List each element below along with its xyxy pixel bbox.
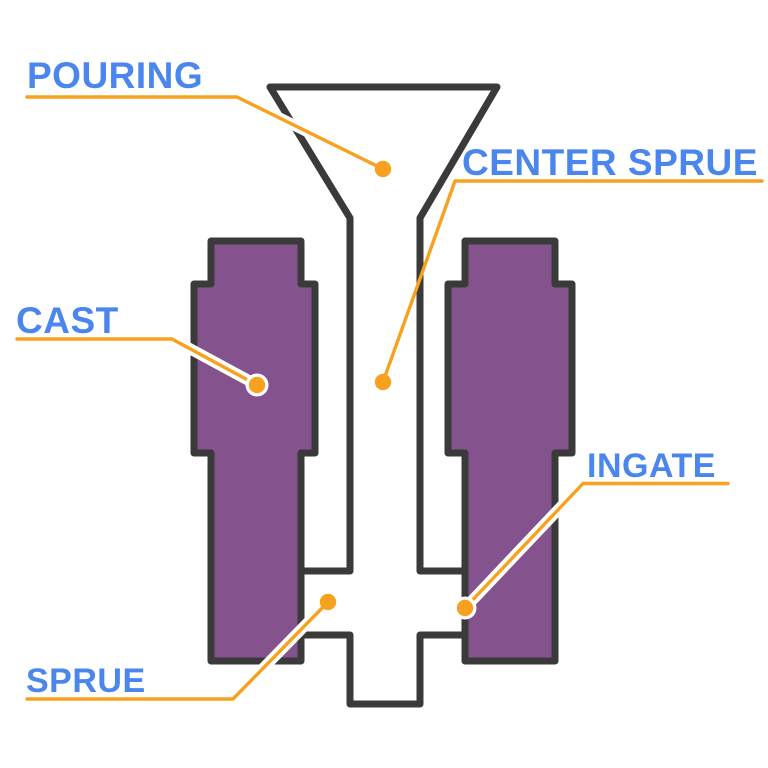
cast-right-shape: [444, 237, 576, 665]
ingate-dot: [456, 599, 474, 617]
sprue-leader-line: [25, 600, 330, 701]
center-sprue-dot: [374, 373, 392, 391]
runner-and-well-outline: [302, 631, 466, 708]
center-sprue-label: CENTER SPRUE: [462, 142, 758, 183]
cast-left-shape: [190, 237, 319, 665]
ingate-label: INGATE: [587, 447, 716, 485]
sprue-dot: [319, 593, 337, 611]
cast-dot: [248, 376, 266, 394]
center-sprue-leader-line: [381, 179, 764, 384]
sprue-label: SPRUE: [26, 662, 146, 700]
pouring-leader-line: [25, 95, 385, 171]
cast-label: CAST: [16, 300, 119, 341]
cast-leader-line: [15, 337, 259, 387]
pouring-label: POURING: [27, 55, 203, 96]
ingate-leader-line: [463, 481, 730, 610]
funnel-and-sprue-outline: [266, 83, 501, 575]
pouring-dot: [374, 160, 392, 178]
